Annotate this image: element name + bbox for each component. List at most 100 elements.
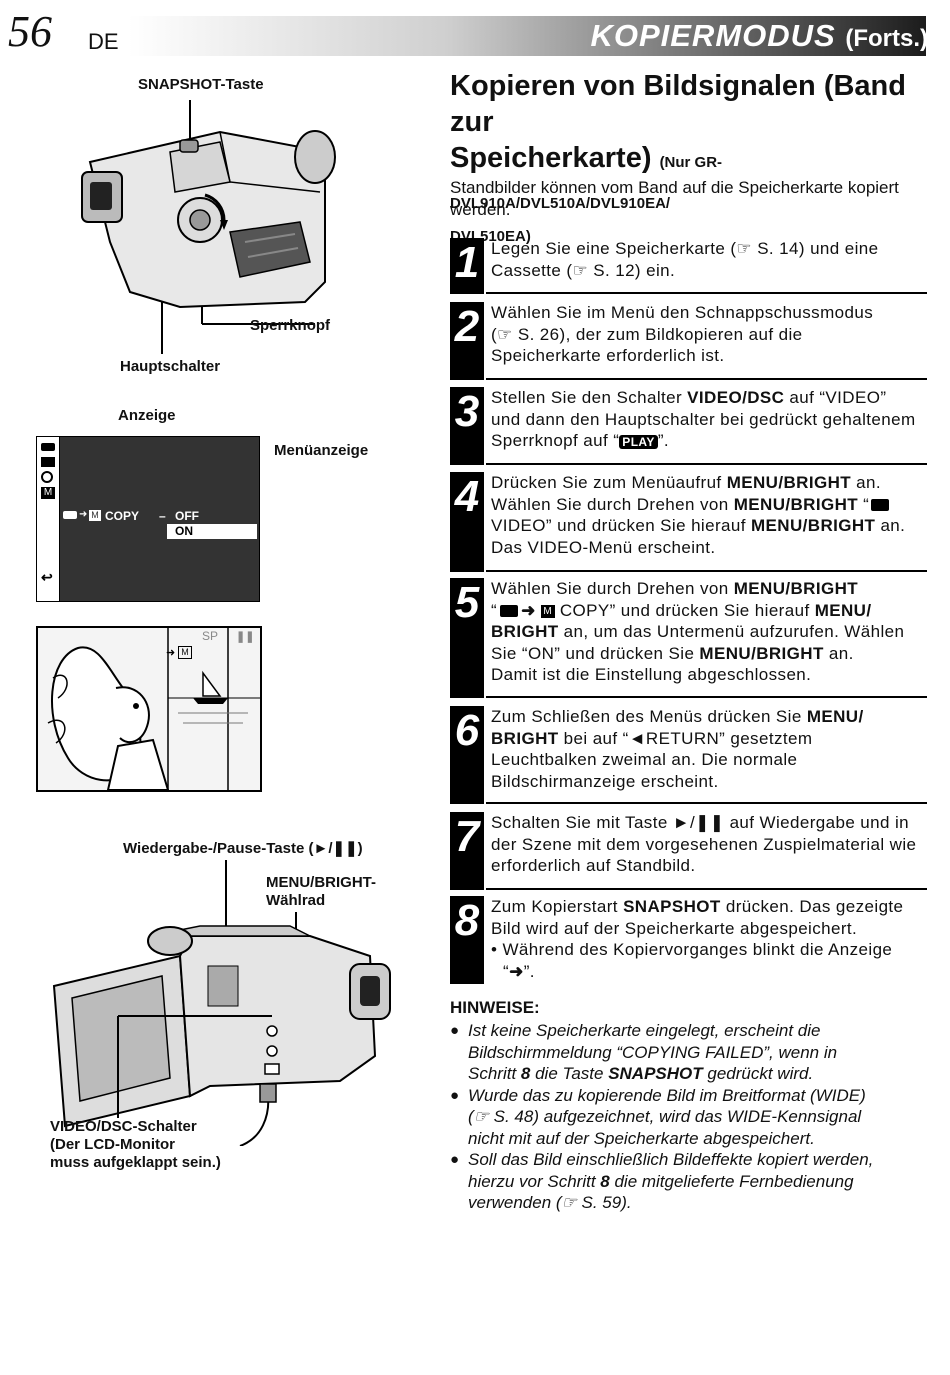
- notes-title: HINWEISE:: [450, 998, 540, 1017]
- heading-line-1: Kopieren von Bildsignalen (Band zur: [450, 70, 906, 138]
- note-item: Wurde das zu kopierende Bild im Breitfor…: [450, 1085, 928, 1150]
- control-name: MENU/BRIGHT: [733, 579, 859, 598]
- text-run: auf “VIDEO”: [784, 388, 887, 407]
- menu-copy-label: COPY: [105, 509, 140, 523]
- note-item: Ist keine Speicherkarte eingelegt, ersch…: [450, 1020, 928, 1085]
- label-playpause: Wiedergabe-/Pause-Taste (►/❚❚): [123, 840, 363, 857]
- video-tape-icon: [871, 499, 890, 512]
- memory-card-icon: M: [540, 604, 555, 618]
- step-number: 3: [454, 387, 480, 436]
- step-line: Damit ist die Einstellung abgeschlossen.: [491, 665, 812, 684]
- scene-drawing: [38, 628, 260, 790]
- text-run: VIDEO” und drücken Sie hierauf: [491, 516, 751, 535]
- play-mode-icon: PLAY: [619, 435, 658, 449]
- text-run: 8: [520, 1064, 531, 1083]
- text-run: Zum Kopierstart: [491, 897, 624, 916]
- step-divider: [486, 888, 927, 890]
- step-text: Wählen Sie im Menü den Schnappschussmodu…: [491, 302, 927, 367]
- note-line: Soll das Bild einschließlich Bildeffekte…: [468, 1150, 874, 1169]
- scene-sp-indicator: SP: [202, 629, 219, 643]
- step-line: Leuchtbalken zweimal an. Die normale: [491, 750, 798, 769]
- text-run: an.: [823, 643, 854, 663]
- text-run: die mitgelieferte Fernbedienung: [609, 1171, 854, 1191]
- return-icon: ↩: [41, 569, 53, 585]
- step-divider: [486, 292, 927, 294]
- text-run: an.: [875, 516, 906, 535]
- heading-line-2-main: Speicherkarte): [450, 142, 652, 174]
- step-number-box: 5: [450, 578, 484, 698]
- step-5: 5 Wählen Sie durch Drehen von MENU/BRIGH…: [450, 578, 927, 698]
- step-number: 8: [454, 896, 480, 945]
- label-anzeige: Anzeige: [118, 407, 176, 424]
- text-run: Sperrknopf auf “: [491, 431, 620, 450]
- step-text: Wählen Sie durch Drehen von MENU/BRIGHT …: [491, 578, 927, 686]
- video-tape-icon: [500, 605, 519, 618]
- language-code: DE: [88, 29, 119, 54]
- note-line: Bildschirmmeldung “COPYING FAILED”, wenn…: [468, 1042, 838, 1062]
- step-line: “➜”.: [491, 961, 927, 983]
- text-run: die Taste: [530, 1064, 609, 1083]
- step-number-box: 8: [450, 896, 484, 984]
- label-menuanzeige: Menüanzeige: [274, 442, 369, 459]
- label-video-dsc-1: VIDEO/DSC-Schalter: [50, 1118, 197, 1135]
- menu-option-off: OFF: [175, 509, 199, 523]
- step-number-box: 6: [450, 706, 484, 804]
- control-name: MENU/BRIGHT: [699, 643, 824, 663]
- text-run: gedrückt wird.: [702, 1064, 814, 1083]
- step-line: Zum Schließen des Menüs drücken Sie MENU…: [491, 706, 927, 728]
- note-line: hierzu vor Schritt 8 die mitgelieferte F…: [468, 1171, 928, 1193]
- menu-option-on: ON: [175, 524, 193, 538]
- arrow-icon: ➜: [79, 509, 88, 520]
- step-text: Legen Sie eine Speicherkarte (☞ S. 14) u…: [491, 238, 927, 281]
- step-line: Drücken Sie zum Menüaufruf MENU/BRIGHT a…: [491, 472, 927, 494]
- camcorder-top-illustration: [81, 100, 336, 354]
- note-line: Schritt 8 die Taste SNAPSHOT gedrückt wi…: [468, 1063, 928, 1085]
- step-7: 7 Schalten Sie mit Taste ►/❚❚ auf Wieder…: [450, 812, 927, 890]
- step-line: BRIGHT bei auf “◄RETURN” gesetztem: [491, 728, 927, 750]
- step-number-box: 7: [450, 812, 484, 890]
- step-number-box: 2: [450, 302, 484, 380]
- step-line: Stellen Sie den Schalter VIDEO/DSC auf “…: [491, 387, 927, 409]
- step-text: Zum Kopierstart SNAPSHOT drücken. Das ge…: [491, 896, 927, 982]
- text-run: “: [503, 961, 510, 981]
- heading-sub-1: (Nur GR-DVL910A/DVL510A/DVL910EA/: [450, 154, 723, 212]
- text-run: Schritt: [468, 1064, 521, 1083]
- text-run: COPY” und drücken Sie hierauf: [554, 600, 815, 620]
- heading-line-2: Speicherkarte) (Nur GR-DVL910A/DVL510A/D…: [450, 140, 930, 222]
- step-divider: [486, 378, 927, 380]
- step-number-box: 1: [450, 238, 484, 294]
- text-run: ”.: [657, 431, 669, 450]
- step-text: Drücken Sie zum Menüaufruf MENU/BRIGHT a…: [491, 472, 927, 558]
- control-name: BRIGHT: [491, 622, 559, 641]
- note-line: (☞ S. 48) aufgezeichnet, wird das WIDE-K…: [468, 1107, 862, 1126]
- memory-card-icon: M: [41, 487, 55, 499]
- step-divider: [486, 570, 927, 572]
- step-line: Wählen Sie durch Drehen von MENU/BRIGHT: [491, 578, 927, 600]
- step-number: 7: [454, 812, 480, 861]
- step-text: Schalten Sie mit Taste ►/❚❚ auf Wiederga…: [491, 812, 927, 877]
- step-line: VIDEO” und drücken Sie hierauf MENU/BRIG…: [491, 515, 927, 537]
- step-line: Schalten Sie mit Taste ►/❚❚ auf Wiederga…: [491, 813, 910, 832]
- scene-copy-arrow-icon: ➜: [166, 647, 176, 659]
- note-item: Soll das Bild einschließlich Bildeffekte…: [450, 1149, 928, 1214]
- text-run: hierzu vor Schritt: [468, 1171, 601, 1191]
- label-video-dsc-2: (Der LCD-Monitor: [50, 1136, 175, 1153]
- step-line: Speicherkarte erforderlich ist.: [491, 346, 725, 365]
- label-menu-bright-1: MENU/BRIGHT-: [266, 874, 376, 891]
- section-heading: Kopieren von Bildsignalen (Band zur Spei…: [450, 68, 930, 252]
- page-number: 56: [8, 7, 52, 56]
- text-run: ”.: [523, 961, 535, 981]
- step-2: 2 Wählen Sie im Menü den Schnappschussmo…: [450, 302, 927, 380]
- step-line: Legen Sie eine Speicherkarte (☞ S. 14) u…: [491, 239, 879, 258]
- clock-icon: [41, 471, 53, 483]
- step-number: 6: [454, 706, 480, 755]
- step-line: “➜M COPY” und drücken Sie hierauf MENU/: [491, 600, 927, 622]
- menu-display-screen: M ↩ ➜ M COPY – OFF ON: [36, 436, 260, 602]
- step-line: Sie “ON” und drücken Sie MENU/BRIGHT an.: [491, 643, 927, 665]
- control-name: SNAPSHOT: [623, 897, 721, 916]
- step-line: Zum Kopierstart SNAPSHOT drücken. Das ge…: [491, 896, 927, 918]
- switch-name: VIDEO/DSC: [687, 388, 785, 407]
- text-run: Sie “ON” und drücken Sie: [491, 643, 700, 663]
- control-name: MENU/BRIGHT: [750, 516, 876, 535]
- control-name: MENU/: [806, 707, 864, 726]
